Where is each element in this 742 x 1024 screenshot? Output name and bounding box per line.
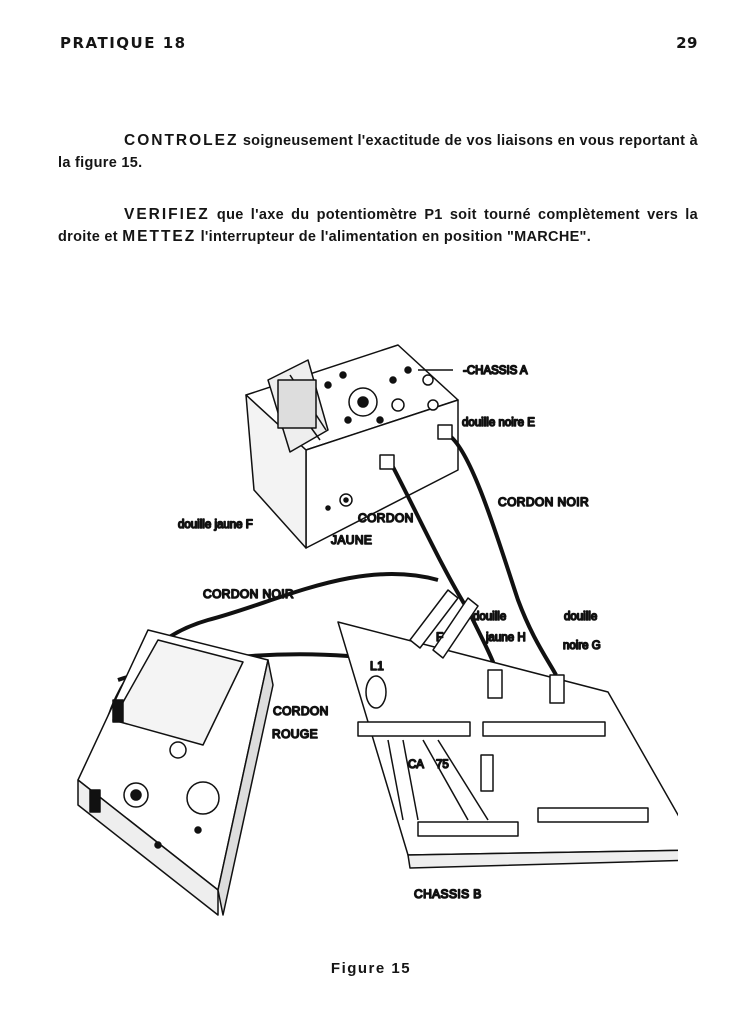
figure-caption: Figure 15	[330, 960, 412, 977]
paragraph-text: soigneusement l'exactitude de vos liaiso…	[58, 133, 698, 171]
socket-noire-g	[549, 674, 565, 704]
label-75: 75	[436, 759, 449, 771]
figure-15-illustration: -CHASSIS A douille noire E CORDON NOIR d…	[77, 344, 678, 916]
label-douille-noire-e: douille noire E	[462, 417, 535, 429]
socket-jaune-f	[379, 454, 395, 470]
label-cordon-rouge-1: CORDON	[273, 704, 329, 718]
chassis-a	[245, 344, 459, 549]
label-chassis-a: -CHASSIS A	[463, 365, 528, 377]
label-cordon-noir-top: CORDON NOIR	[498, 495, 589, 509]
label-cordon-jaune-1: CORDON	[358, 511, 414, 525]
alligator-clips	[409, 589, 479, 659]
socket-jaune-h	[487, 669, 503, 699]
label-douille-g-2: noire G	[563, 640, 601, 652]
label-f: F	[436, 630, 444, 644]
label-cordon-rouge-2: ROUGE	[272, 727, 318, 741]
label-l1: L1	[370, 659, 384, 673]
paragraph-text: que l'axe du potentiomètre P1 soit tourn…	[58, 207, 698, 245]
label-douille-h-1: douille	[473, 611, 506, 623]
paragraph-text: l'interrupteur de l'alimentation en posi…	[196, 229, 592, 245]
label-cordon-jaune-2: JAUNE	[331, 533, 372, 547]
cordon-noir-e-g	[448, 434, 558, 676]
chassis-b	[337, 621, 678, 869]
running-header: PRATIQUE 18	[60, 34, 187, 52]
keyword-controlez: CONTROLEZ	[124, 132, 239, 149]
label-douille-h-2: jaune H	[485, 632, 526, 644]
label-douille-g-1: douille	[564, 611, 597, 623]
keyword-mettez: METTEZ	[122, 228, 197, 245]
label-ca: CA	[408, 759, 424, 771]
socket-noire-e	[437, 424, 453, 440]
keyword-verifiez: VERIFIEZ	[124, 206, 210, 223]
multimeter	[77, 629, 274, 916]
paragraph-verifiez: VERIFIEZ que l'axe du potentiomètre P1 s…	[58, 204, 698, 248]
label-cordon-noir-left: CORDON NOIR	[203, 587, 294, 601]
paragraph-controlez: CONTROLEZ soigneusement l'exactitude de …	[58, 130, 698, 174]
label-chassis-b: CHASSIS B	[414, 887, 482, 901]
cordon-jaune-f-h	[391, 466, 498, 671]
label-douille-jaune-f: douille jaune F	[178, 519, 253, 531]
page-number: 29	[676, 34, 698, 52]
